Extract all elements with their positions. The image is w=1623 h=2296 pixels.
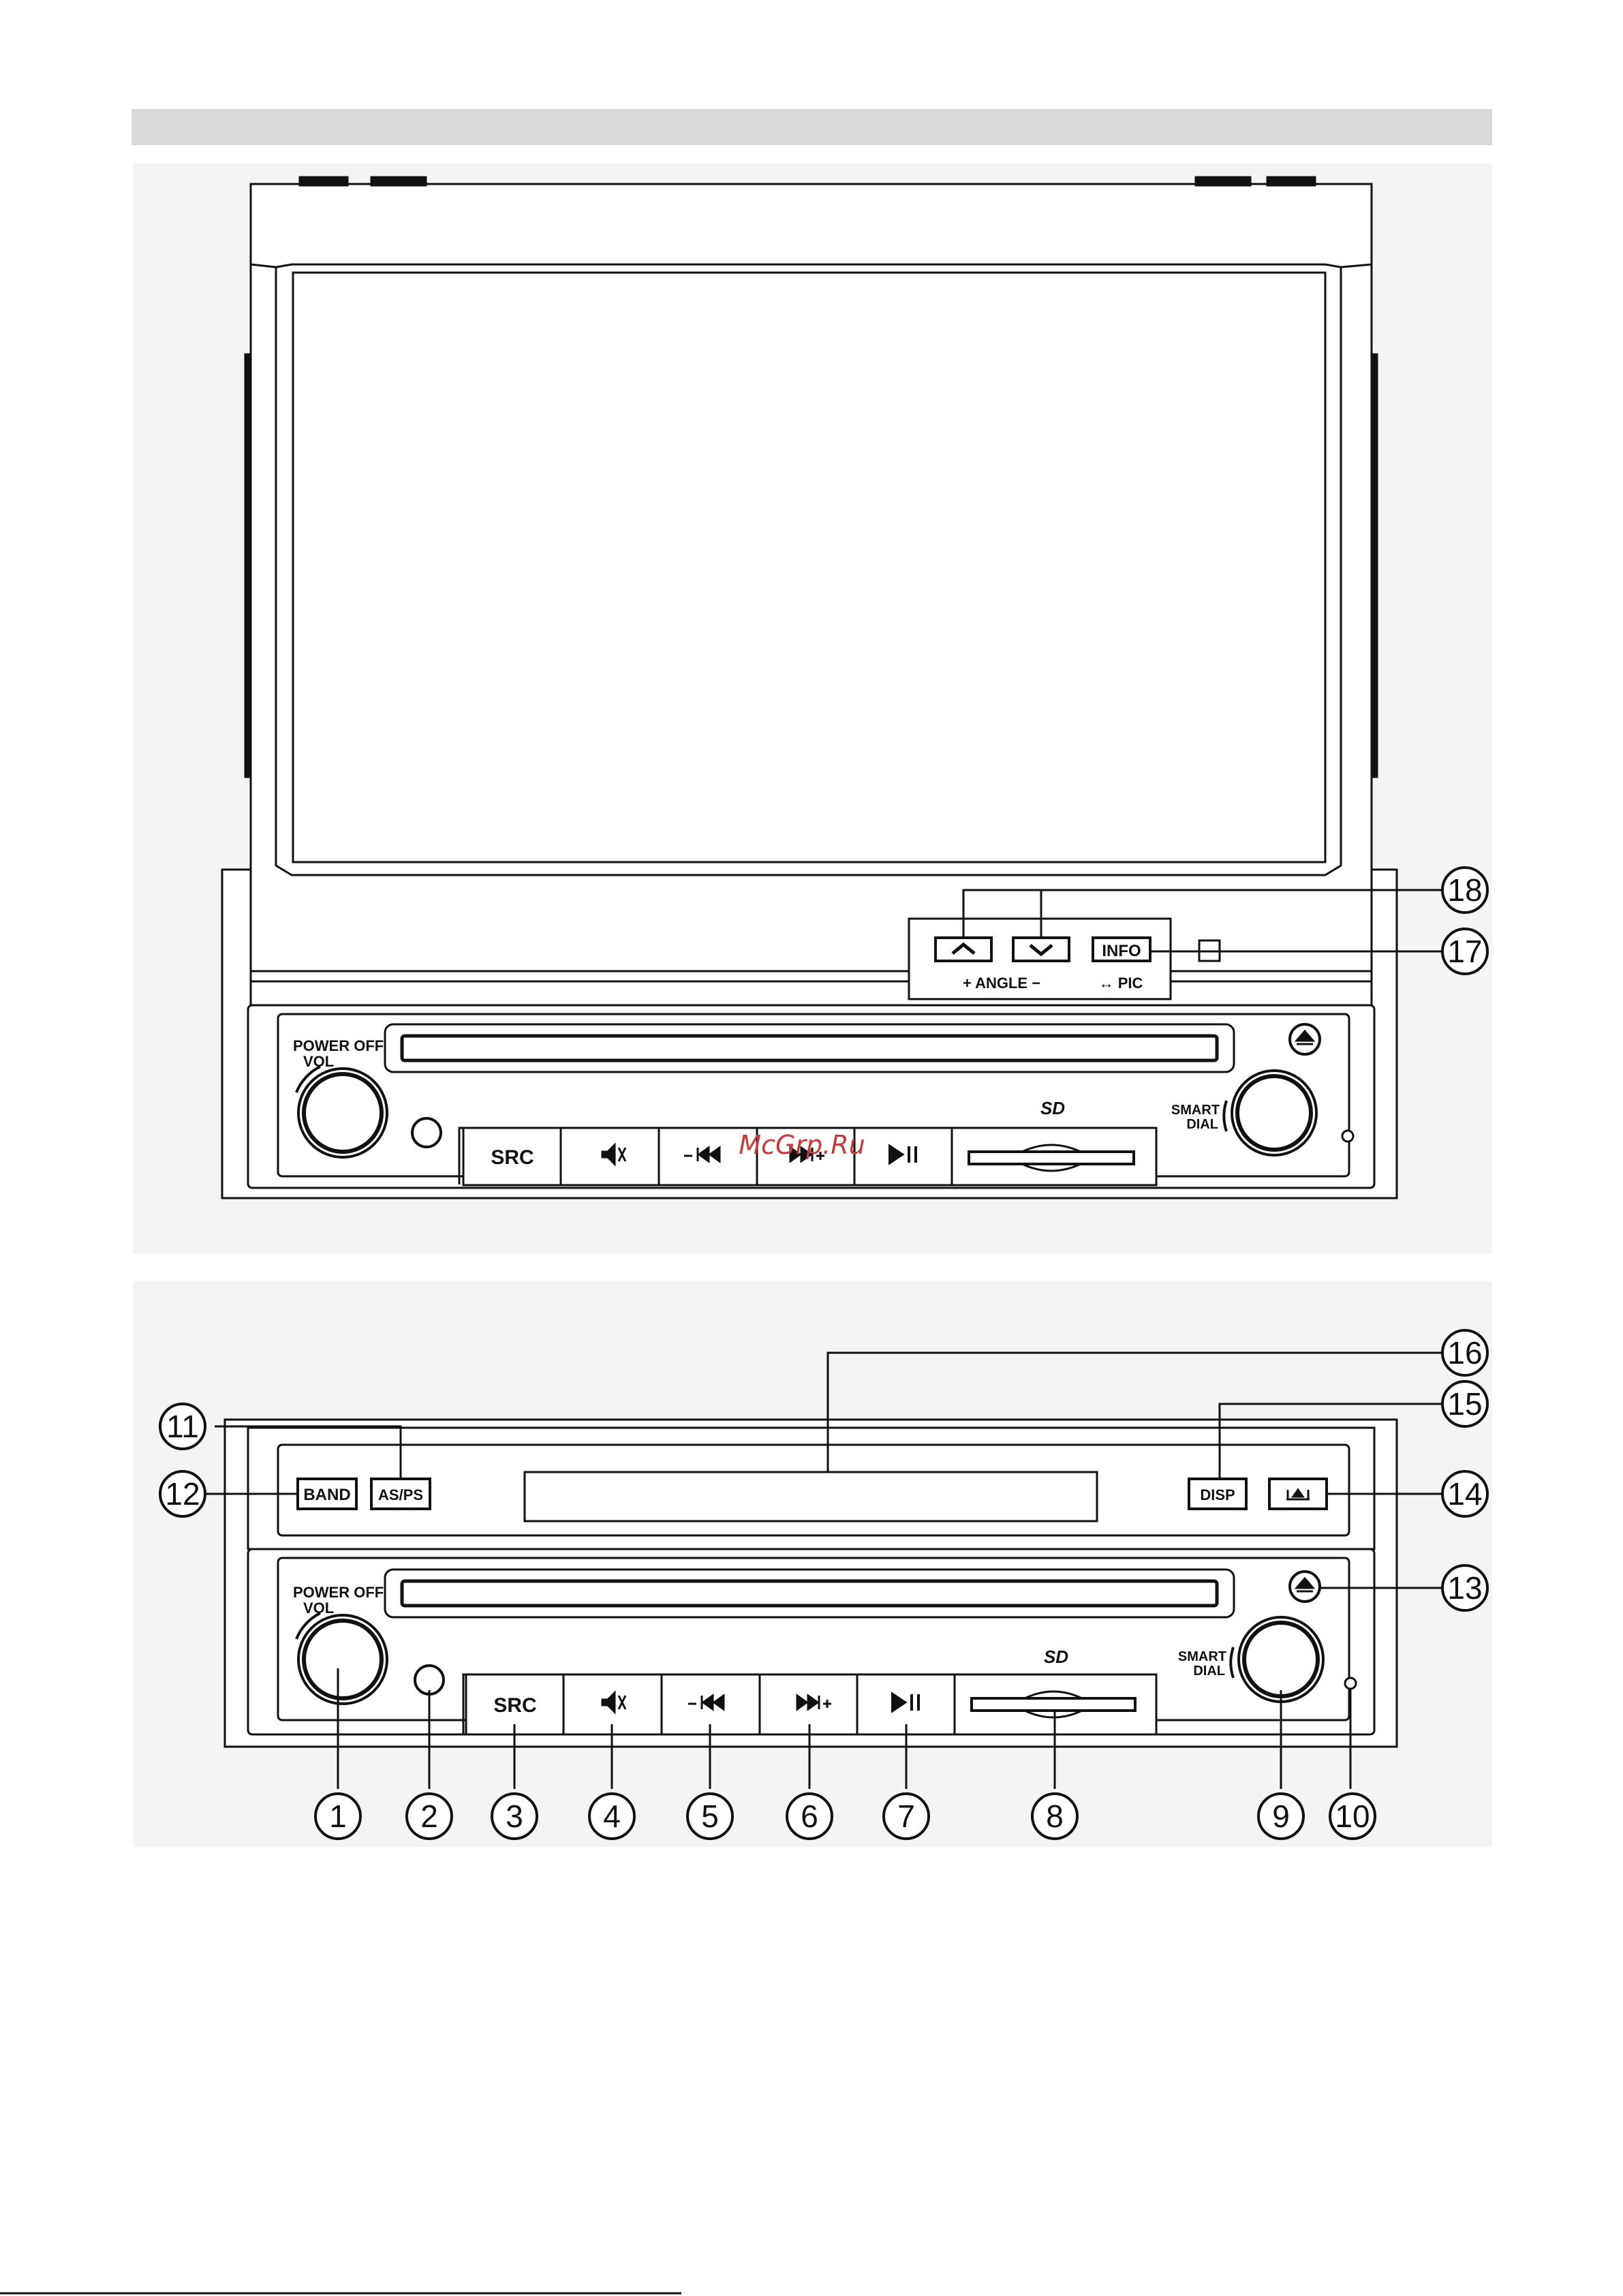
disp-label: DISP <box>1200 1486 1235 1503</box>
screen-up-button[interactable] <box>936 938 991 961</box>
callout-18: 18 <box>1447 872 1482 908</box>
screen-down-button[interactable] <box>1013 938 1069 961</box>
watermark: McGrp.Ru <box>739 1130 865 1160</box>
callout-7: 7 <box>897 1798 915 1834</box>
top-led <box>1342 1131 1353 1142</box>
top-src-button[interactable]: SRC <box>491 1146 534 1169</box>
reset-hole[interactable] <box>415 1666 444 1694</box>
callout-1: 1 <box>329 1798 347 1834</box>
callout-6: 6 <box>801 1798 818 1834</box>
callout-13: 13 <box>1447 1570 1482 1606</box>
callout-12: 12 <box>165 1476 200 1512</box>
top-knob-label-1: POWER OFF <box>293 1037 384 1054</box>
top-dial-label-2: DIAL <box>1186 1117 1218 1132</box>
lcd-display <box>525 1472 1097 1521</box>
info-label: INFO <box>1102 942 1141 960</box>
callout-16: 16 <box>1447 1335 1482 1371</box>
top-dial-label-1: SMART <box>1171 1103 1220 1118</box>
callout-5: 5 <box>701 1798 719 1834</box>
band-button[interactable]: BAND <box>298 1479 356 1509</box>
led-indicator <box>1345 1678 1356 1689</box>
screen-open-button[interactable] <box>1269 1479 1327 1509</box>
callout-2: 2 <box>420 1798 438 1834</box>
dial-label-1: SMART <box>1178 1649 1226 1664</box>
knob-label-1: POWER OFF <box>293 1584 384 1601</box>
top-eject-button[interactable] <box>1290 1024 1320 1054</box>
callout-14: 14 <box>1447 1476 1482 1512</box>
disp-button[interactable]: DISP <box>1189 1479 1246 1509</box>
callout-10: 10 <box>1335 1798 1370 1834</box>
callout-8: 8 <box>1046 1798 1064 1834</box>
asps-label: AS/PS <box>378 1486 423 1503</box>
pic-label: ↔ PIC <box>1099 975 1143 992</box>
src-button[interactable]: SRC <box>493 1694 536 1717</box>
top-knob-label-2: VOL <box>303 1053 334 1070</box>
callout-9: 9 <box>1272 1798 1290 1834</box>
eject-button[interactable] <box>1290 1572 1320 1602</box>
asps-button[interactable]: AS/PS <box>371 1479 430 1509</box>
bottom-disc-slot <box>402 1581 1217 1606</box>
band-label: BAND <box>303 1486 350 1504</box>
callout-15: 15 <box>1447 1386 1482 1422</box>
angle-label: + ANGLE − <box>963 975 1040 992</box>
callout-11: 11 <box>166 1409 199 1444</box>
callout-17: 17 <box>1447 934 1482 969</box>
dial-label-2: DIAL <box>1193 1664 1225 1679</box>
info-button[interactable]: INFO <box>1093 938 1150 961</box>
header-bar <box>132 109 1492 145</box>
top-reset-hole[interactable] <box>412 1118 441 1147</box>
sd-logo: SD <box>1044 1647 1068 1667</box>
callout-3: 3 <box>506 1798 523 1834</box>
knob-label-2: VOL <box>303 1599 334 1617</box>
top-sd-logo: SD <box>1040 1098 1065 1118</box>
callout-4: 4 <box>603 1798 621 1834</box>
